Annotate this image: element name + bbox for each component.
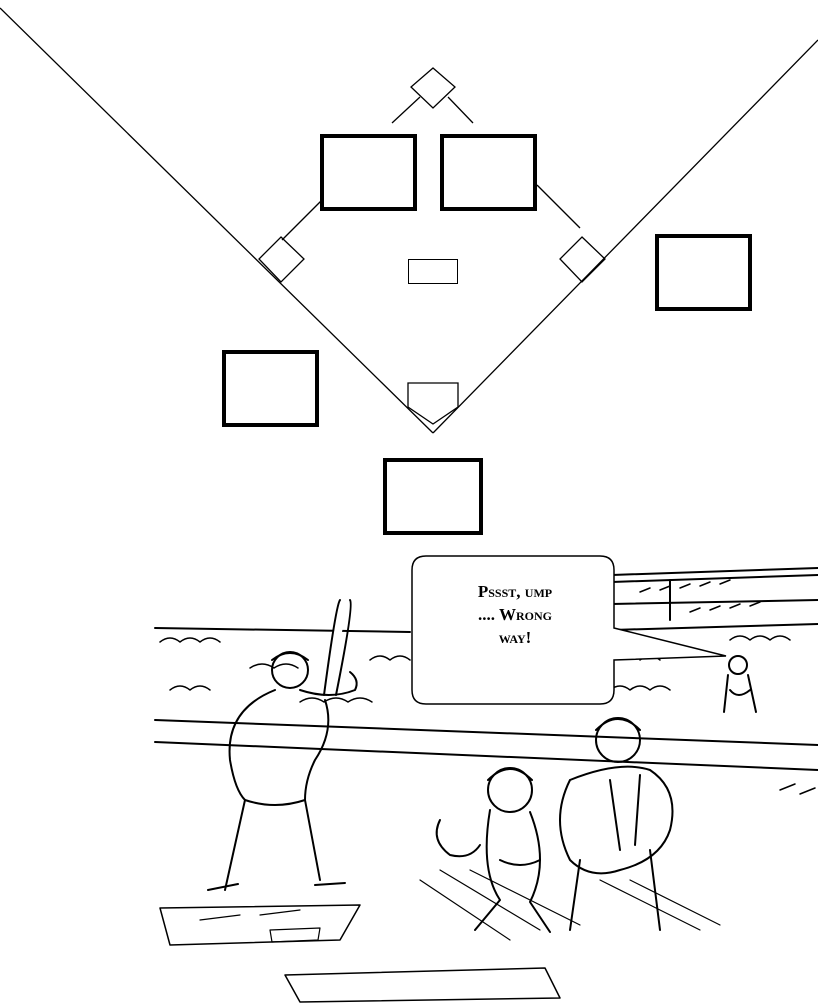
bubble-line-2: .... Wrong [420, 603, 610, 626]
bubble-line-3: way! [420, 626, 610, 649]
bubble-line-1: Pssst, ump [420, 580, 610, 603]
speech-bubble-text: Pssst, ump .... Wrong way! [420, 580, 610, 649]
